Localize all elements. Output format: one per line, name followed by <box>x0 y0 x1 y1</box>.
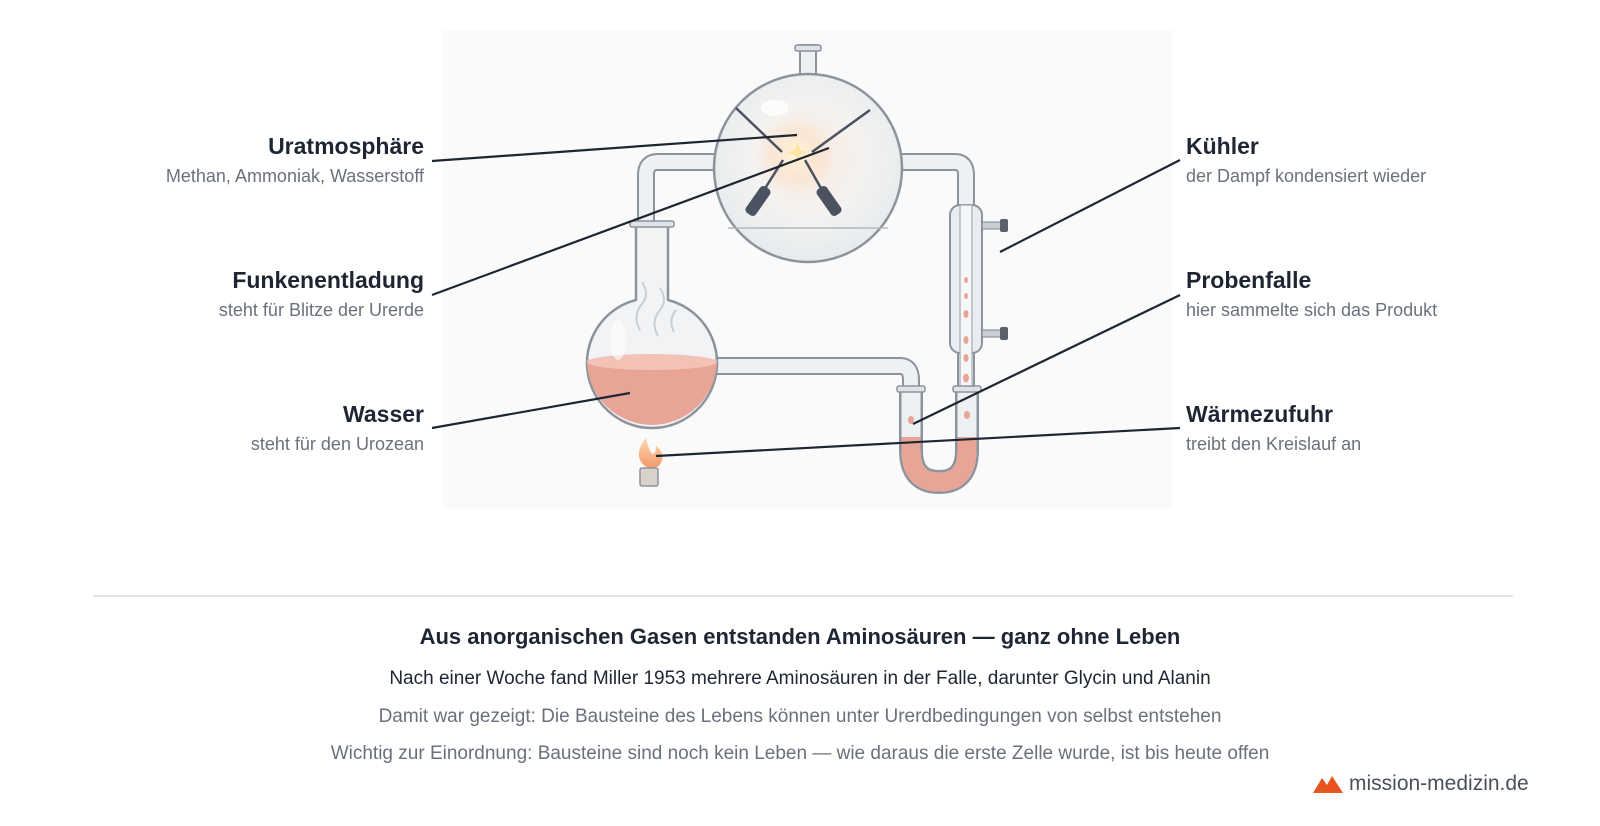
caption-line-1: Nach einer Woche fand Miller 1953 mehrer… <box>389 668 1211 689</box>
caption-line-2: Damit war gezeigt: Die Bausteine des Leb… <box>378 706 1222 727</box>
leader-uratmosphaere <box>431 133 798 163</box>
leader-probenfalle <box>912 294 1181 425</box>
label-title: Wärmezufuhr <box>1186 401 1333 427</box>
label-kuehler: Kühler der Dampf kondensiert wieder <box>1186 132 1426 189</box>
condenser <box>949 204 1008 401</box>
leader-kuehler <box>999 159 1181 253</box>
label-title: Uratmosphäre <box>268 133 424 159</box>
brand-mark[interactable]: mission-medizin.de <box>1313 772 1529 796</box>
label-subtitle: steht für den Urozean <box>250 434 424 454</box>
label-subtitle: der Dampf kondensiert wieder <box>1186 166 1427 186</box>
label-subtitle: steht für Blitze der Urerde <box>218 300 424 320</box>
water-flask <box>585 220 719 430</box>
label-uratmosphaere: Uratmosphäre Methan, Ammoniak, Wassersto… <box>166 132 424 189</box>
label-subtitle: hier sammelte sich das Produkt <box>1186 300 1438 320</box>
label-wasser: Wasser steht für den Urozean <box>251 400 424 457</box>
sample-trap <box>896 385 982 495</box>
leader-funkenentladung <box>431 146 830 297</box>
spark-icon <box>787 142 807 163</box>
divider <box>93 595 1513 597</box>
burner-flame-icon <box>638 438 663 487</box>
label-title: Funkenentladung <box>232 267 424 293</box>
reaction-bulb <box>712 72 904 264</box>
brand-text: mission-medizin.de <box>1349 772 1529 795</box>
label-title: Wasser <box>343 401 424 427</box>
label-waermezufuhr: Wärmezufuhr treibt den Kreislauf an <box>1186 400 1361 457</box>
label-funkenentladung: Funkenentladung steht für Blitze der Ure… <box>219 266 424 323</box>
mountain-logo-icon <box>1313 776 1343 793</box>
label-probenfalle: Probenfalle hier sammelte sich das Produ… <box>1186 266 1437 323</box>
caption-title: Aus anorganischen Gasen entstanden Amino… <box>419 624 1181 649</box>
label-subtitle: treibt den Kreislauf an <box>1186 434 1362 454</box>
leader-lines <box>431 133 1181 458</box>
leader-waermezufuhr <box>655 426 1181 458</box>
leader-wasser <box>431 391 631 430</box>
label-subtitle: Methan, Ammoniak, Wasserstoff <box>165 166 424 186</box>
caption-line-3: Wichtig zur Einordnung: Bausteine sind n… <box>330 743 1270 764</box>
electrodes <box>735 107 871 216</box>
label-title: Probenfalle <box>1186 267 1312 293</box>
label-title: Kühler <box>1186 133 1259 159</box>
